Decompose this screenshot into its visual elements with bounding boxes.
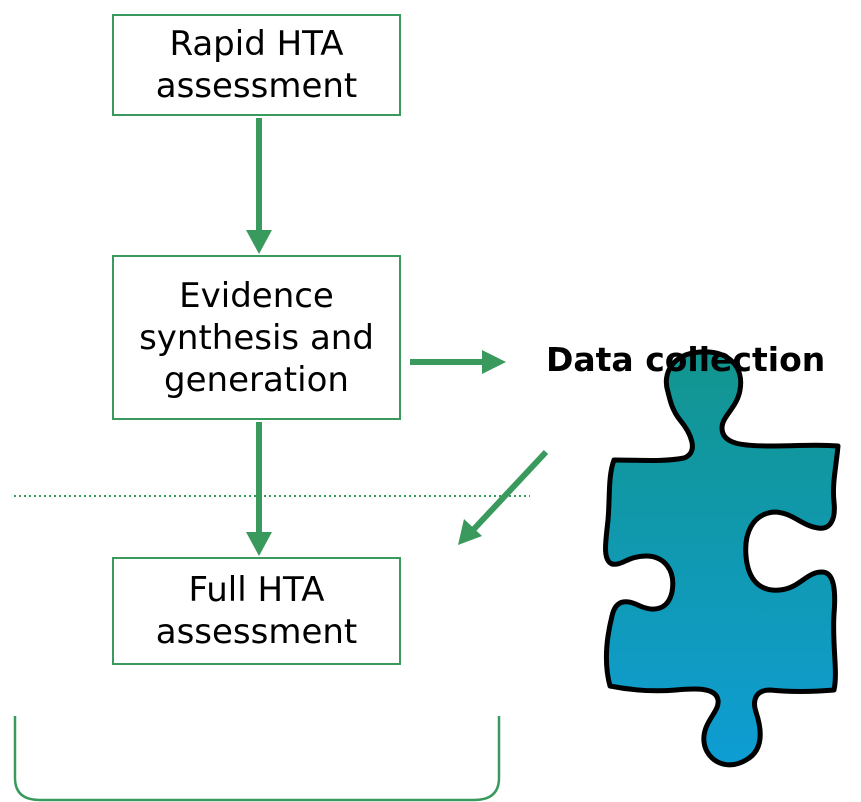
evidence-line2: synthesis and [139, 317, 374, 358]
rapid-hta-line2: assessment [155, 66, 358, 106]
full-hta-line1: Full HTA [188, 570, 325, 610]
evidence-synthesis-box: Evidence synthesis and generation [112, 255, 401, 420]
arrow-evidence-to-full [246, 422, 272, 556]
rapid-hta-line1: Rapid HTA [169, 24, 344, 64]
arrow-rapid-to-evidence [246, 118, 272, 254]
arrow-evidence-to-data-collection [410, 350, 506, 374]
bracket [13, 716, 501, 802]
arrow-data-collection-to-full [458, 449, 549, 545]
data-collection-label: Data collection [546, 340, 826, 379]
rapid-hta-assessment-box: Rapid HTA assessment [112, 14, 401, 116]
puzzle-piece-icon [603, 349, 841, 768]
full-hta-line2: assessment [155, 612, 358, 652]
evidence-line3: generation [164, 359, 349, 400]
evidence-line1: Evidence [179, 275, 334, 316]
full-hta-assessment-box: Full HTA assessment [112, 557, 401, 665]
